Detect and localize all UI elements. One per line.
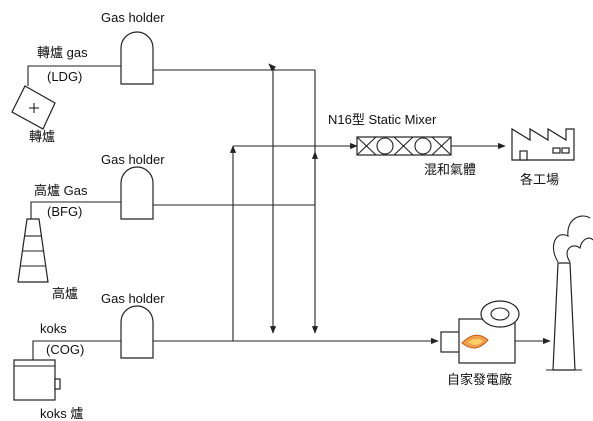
mixer-label: N16型 Static Mixer [328, 112, 437, 127]
converter-gas-label: 轉爐 gas [37, 45, 88, 60]
gas-holder-3 [120, 305, 154, 359]
power-plant-icon [440, 300, 520, 364]
koks-label: koks [40, 321, 67, 336]
blast-furnace-icon [17, 218, 49, 283]
gas-holder-3-label: Gas holder [101, 291, 165, 306]
cog-label: (COG) [46, 342, 84, 357]
gas-holder-2-label: Gas holder [101, 152, 165, 167]
gas-holder-2 [120, 166, 154, 220]
ldg-label: (LDG) [47, 69, 82, 84]
factory-icon [511, 127, 575, 161]
power-plant-label: 自家發電廠 [447, 372, 512, 387]
chimney-icon [546, 215, 593, 371]
bf-gas-label: 高爐 Gas [34, 183, 88, 198]
converter-icon [11, 85, 56, 130]
blast-furnace-label: 高爐 [52, 286, 78, 301]
gas-holder-1 [120, 31, 154, 85]
factories-label: 各工場 [520, 172, 559, 187]
koks-oven-icon [13, 359, 61, 401]
koks-furnace-label: koks 爐 [40, 406, 83, 421]
bfg-label: (BFG) [47, 204, 82, 219]
static-mixer-icon [356, 136, 452, 156]
gas-holder-1-label: Gas holder [101, 10, 165, 25]
converter-label: 轉爐 [29, 129, 55, 144]
mixed-gas-label: 混和氣體 [424, 162, 476, 177]
